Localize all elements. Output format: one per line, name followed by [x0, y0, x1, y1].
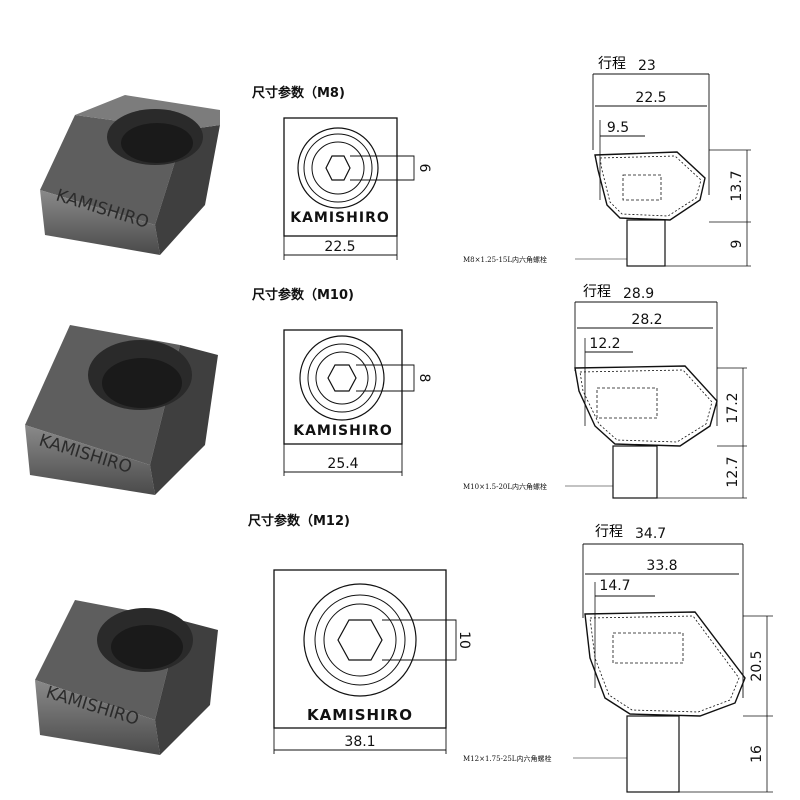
hole-offset-label: 14.7 [599, 578, 630, 594]
stroke-label: 34.7 [635, 526, 666, 542]
front-width-label: 38.1 [344, 734, 375, 750]
side-width-label: 33.8 [646, 558, 677, 574]
bolt-length-label: 9 [729, 240, 745, 249]
side-width-label: 28.2 [631, 312, 662, 328]
side-view-m10: 行程 28.9 28.2 12.2 17.2 12.7 M10×1.5-20L内… [463, 284, 747, 499]
hex-size-label: 6 [416, 164, 432, 173]
front-width-label: 25.4 [327, 456, 358, 472]
size-title: 尺寸参数（M12) [248, 514, 350, 529]
side-view-m8: 行程 23 22.5 9.5 13.7 9 M8×1.25-15L内六角螺栓 [463, 56, 751, 267]
stroke-text-label: 行程 [583, 284, 611, 300]
body-height-label: 20.5 [749, 650, 765, 681]
side-width-label: 22.5 [635, 90, 666, 106]
front-view-m12: 10 KAMISHIRO 38.1 [273, 569, 472, 754]
stroke-label: 28.9 [623, 286, 654, 302]
front-view-m10: 8 KAMISHIRO 25.4 [283, 329, 432, 476]
front-brand-text: KAMISHIRO [290, 210, 390, 226]
size-title: 尺寸参数（M10) [252, 288, 354, 303]
front-width-label: 22.5 [324, 239, 355, 255]
size-row-m8: KAMISHIRO 尺寸参数（M8) 6 KAMISHIRO 22.5 行程 2… [0, 0, 800, 270]
hole-offset-label: 9.5 [607, 120, 629, 136]
bolt-note: M12×1.75-25L内六角螺栓 [463, 754, 551, 763]
product-photo-m12: KAMISHIRO [35, 600, 218, 755]
stroke-label: 23 [638, 58, 656, 74]
size-row-m10: KAMISHIRO 尺寸参数（M10) 8 KAMISHIRO 25.4 行程 … [0, 270, 800, 500]
size-row-m12: KAMISHIRO 尺寸参数（M12) 10 KAMISHIRO 38.1 行程… [0, 500, 800, 800]
body-height-label: 13.7 [729, 170, 745, 201]
front-brand-text: KAMISHIRO [307, 706, 413, 724]
bolt-length-label: 12.7 [725, 456, 741, 487]
size-title: 尺寸参数（M8) [252, 86, 345, 101]
front-view-m8: 6 KAMISHIRO 22.5 [283, 117, 432, 260]
bolt-length-label: 16 [749, 745, 765, 763]
hex-size-label: 8 [416, 374, 432, 383]
product-photo-m10: KAMISHIRO [25, 325, 218, 495]
stroke-text-label: 行程 [598, 56, 626, 72]
bolt-note: M8×1.25-15L内六角螺栓 [463, 255, 547, 264]
stroke-text-label: 行程 [595, 524, 623, 540]
product-photo-m8: KAMISHIRO [40, 95, 220, 255]
body-height-label: 17.2 [725, 392, 741, 423]
front-brand-text: KAMISHIRO [293, 423, 393, 439]
bolt-note: M10×1.5-20L内六角螺栓 [463, 482, 547, 491]
side-view-m12: 行程 34.7 33.8 14.7 20.5 16 M12×1.75-25L内六… [463, 524, 773, 793]
hole-offset-label: 12.2 [589, 336, 620, 352]
hex-size-label: 10 [456, 631, 472, 649]
